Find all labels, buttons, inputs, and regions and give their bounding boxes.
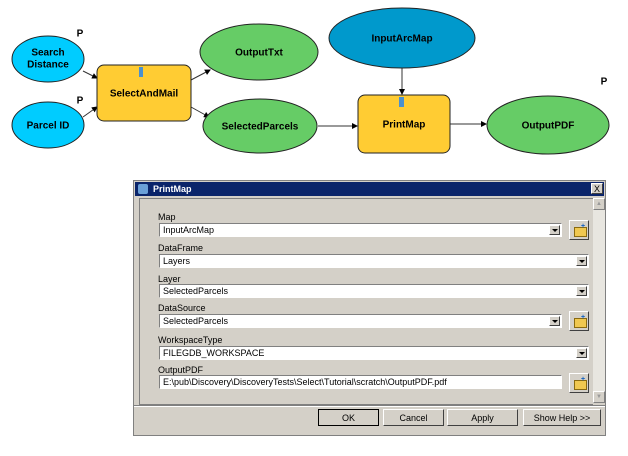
label-output-pdf: OutputPDF [522,121,575,132]
chevron-down-icon[interactable] [576,286,587,296]
node-select-and-mail[interactable] [96,64,192,122]
dialog-title-bar[interactable]: PrintMap X [135,182,604,196]
label-search: Search [31,48,64,59]
folder-icon [574,380,587,390]
dialog-title: PrintMap [153,184,192,194]
node-output-pdf[interactable] [486,95,610,155]
field-label-datasource: DataSource [158,303,206,313]
connector [82,70,98,79]
label-parcel-id: Parcel ID [27,121,70,132]
label-select-and-mail: SelectAndMail [110,89,179,100]
field-label-dataframe: DataFrame [158,243,204,253]
chevron-down-icon[interactable] [549,225,560,235]
workspacetype-combobox[interactable]: FILEGDB_WORKSPACE [159,346,589,360]
browse-button[interactable]: + [569,311,589,331]
field-label-outputpdf: OutputPDF [158,365,204,375]
tool-icon [138,184,148,194]
field-label-map: Map [158,212,176,222]
model-diagram: Search Distance Parcel ID SelectAndMail … [11,7,610,155]
browse-button[interactable]: + [569,373,589,393]
connector [190,69,211,81]
scroll-down-icon[interactable]: ▼ [593,391,605,403]
layer-combobox[interactable]: SelectedParcels [159,284,589,298]
scroll-up-icon[interactable]: ▲ [593,198,605,210]
node-output-txt[interactable] [199,23,319,81]
map-value: InputArcMap [163,225,215,235]
folder-icon [574,318,587,328]
parameter-marker: P [601,77,608,88]
layer-value: SelectedParcels [163,286,229,296]
field-label-layer: Layer [158,274,181,284]
label-distance: Distance [27,60,69,71]
outputpdf-input[interactable]: E:\pub\Discovery\DiscoveryTests\Select\T… [159,375,562,389]
chevron-down-icon[interactable] [576,348,587,358]
apply-button[interactable]: Apply [447,409,518,426]
parameters-panel: Map InputArcMap + DataFrame Layers Layer… [139,198,593,405]
node-print-map[interactable] [357,94,451,154]
label-output-txt: OutputTxt [235,48,283,59]
divider [134,405,605,407]
label-print-map: PrintMap [383,120,426,131]
chevron-down-icon[interactable] [549,316,560,326]
datasource-value: SelectedParcels [163,316,229,326]
connector [190,106,210,118]
chevron-down-icon[interactable] [576,256,587,266]
ok-button[interactable]: OK [318,409,379,426]
tool-icon [399,97,404,107]
connector [82,106,98,118]
vertical-scrollbar[interactable]: ▲ ▼ [593,198,605,403]
field-label-workspacetype: WorkspaceType [158,335,223,345]
workspacetype-value: FILEGDB_WORKSPACE [163,348,265,358]
parameter-marker: P [77,96,84,107]
cancel-button[interactable]: Cancel [383,409,444,426]
map-combobox[interactable]: InputArcMap [159,223,562,237]
close-button[interactable]: X [591,183,603,194]
browse-button[interactable]: + [569,220,589,240]
label-input-arcmap: InputArcMap [371,34,432,45]
label-selected-parcels: SelectedParcels [222,122,299,133]
node-parcel-id[interactable] [11,101,85,149]
tool-icon [139,67,143,77]
node-selected-parcels[interactable] [202,98,318,154]
node-search-distance[interactable] [11,35,85,83]
show-help-button[interactable]: Show Help >> [523,409,601,426]
dataframe-combobox[interactable]: Layers [159,254,589,268]
printmap-dialog: PrintMap X Map InputArcMap + DataFrame L… [133,180,606,436]
datasource-combobox[interactable]: SelectedParcels [159,314,562,328]
dataframe-value: Layers [163,256,191,266]
parameter-marker: P [77,29,84,40]
folder-icon [574,227,587,237]
node-input-arcmap[interactable] [328,7,476,69]
